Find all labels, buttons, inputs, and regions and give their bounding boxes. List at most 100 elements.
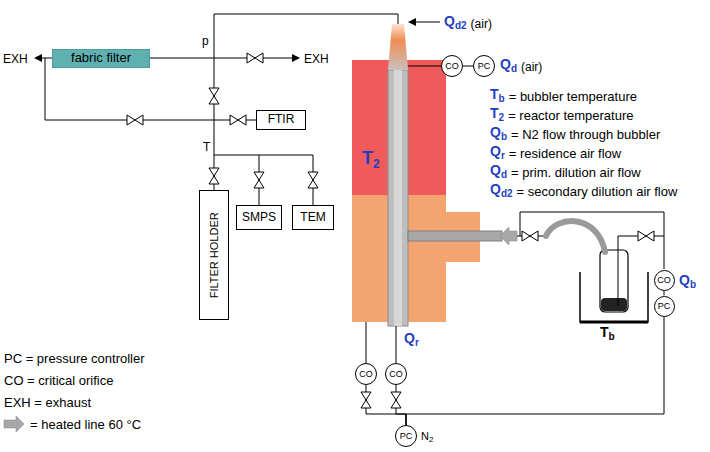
temperature-point-label: T — [203, 140, 210, 154]
valve-symbol — [127, 115, 143, 125]
label-anchor: Tb — [490, 86, 505, 106]
definition-text: = prim. dilution air flow — [511, 165, 641, 181]
gas-label: N2 — [421, 430, 433, 445]
exhaust-label: EXH — [304, 52, 329, 66]
heated-hose — [546, 221, 605, 252]
box-label: TEM — [300, 211, 325, 225]
sampling-line — [214, 14, 398, 190]
filter-line — [150, 58, 214, 59]
valve-symbol — [391, 392, 401, 408]
instrument-box: TEM — [292, 205, 334, 230]
label-anchor: N2 — [421, 428, 433, 446]
residence-air-line — [396, 326, 397, 363]
gas-line-connector — [664, 291, 665, 296]
legend-entry: EXH = exhaust — [4, 393, 91, 411]
critical-orifice: CO — [654, 270, 675, 291]
box-label: CO — [445, 61, 459, 71]
valve-symbol — [361, 392, 371, 408]
label-anchor: Qr — [490, 143, 505, 163]
label-anchor: Qd — [490, 162, 507, 182]
definition-text: = reactor temperature — [508, 108, 633, 124]
definition-text: = secondary dilution air flow — [517, 184, 678, 200]
legend-entry: CO = critical orifice — [4, 371, 113, 389]
box-label: CO — [359, 369, 373, 379]
exhaust-label: EXH — [3, 52, 28, 66]
label-anchor: T2 — [362, 148, 380, 172]
heated-line — [408, 231, 502, 241]
filter-holder-box: FILTER HOLDER — [199, 190, 229, 320]
valve-symbol — [308, 172, 318, 188]
instrument-box: SMPS — [236, 205, 282, 230]
legend-text: EXH = exhaust — [4, 395, 91, 411]
legend-text: PC = pressure controller — [4, 351, 145, 367]
definition-text: = bubbler temperature — [509, 89, 637, 105]
definition-symbol: Qd — [490, 162, 507, 181]
critical-orifice: CO — [355, 363, 377, 385]
valve-symbol — [522, 231, 538, 241]
label-anchor: Qb — [490, 124, 507, 144]
exhaust-arrowhead — [34, 54, 42, 62]
bubbler-liquid — [601, 298, 627, 311]
flow-symbol: Qb — [679, 272, 696, 291]
reactor-tube-highlight — [394, 70, 402, 326]
tube-outlet — [388, 24, 408, 70]
box-label: CO — [657, 275, 671, 285]
definition-symbol: Qb — [490, 124, 507, 143]
box-label: FTIR — [268, 113, 295, 127]
legend-entry: PC = pressure controller — [4, 349, 145, 367]
label-anchor: = reactor temperature — [508, 106, 633, 124]
pressure-controller: PC — [473, 55, 495, 77]
flow-symbol: Qr — [404, 330, 419, 349]
flow-symbol: Qd2 — [444, 13, 467, 32]
label-anchor: Qr — [404, 330, 419, 350]
primary-dilution-line — [408, 66, 441, 67]
definition-symbol: T2 — [490, 105, 504, 124]
bubbler-bypass-line — [520, 212, 664, 269]
label-anchor: EXH — [3, 49, 28, 67]
valve-symbol — [209, 168, 219, 184]
box-label: FILTER HOLDER — [208, 212, 221, 298]
flow-medium: (air) — [471, 17, 492, 31]
definition-symbol: Tb — [490, 86, 505, 105]
instrument-box: FTIR — [256, 110, 306, 130]
critical-orifice: CO — [385, 363, 407, 385]
valve-symbol — [230, 115, 246, 125]
pressure-controller: PC — [654, 296, 675, 317]
box-label: CO — [389, 369, 403, 379]
label-anchor: (air) — [471, 14, 492, 32]
label-anchor: T2 — [490, 105, 504, 125]
valve-symbol — [209, 88, 219, 104]
label-anchor: T — [203, 137, 210, 155]
valve-symbol — [638, 231, 654, 241]
flow-medium: (air) — [521, 60, 542, 74]
label-anchor: Tb — [600, 324, 615, 344]
label-anchor: Qd — [500, 56, 517, 76]
bath-bottom — [580, 321, 648, 324]
label-anchor: = bubbler temperature — [509, 87, 637, 105]
label-anchor: Qd2 — [444, 13, 467, 33]
heated-line-legend-symbol — [4, 416, 24, 432]
label-anchor: = prim. dilution air flow — [511, 163, 641, 181]
temperature-symbol: T2 — [362, 148, 380, 171]
label-anchor: = secondary dilution air flow — [517, 182, 678, 200]
definition-text: = residence air flow — [509, 146, 621, 162]
legend-entry: = heated line 60 °C — [30, 415, 141, 433]
definition-symbol: Qr — [490, 143, 505, 162]
label-anchor: = residence air flow — [509, 144, 621, 162]
label-anchor: = N2 flow through bubbler — [511, 125, 660, 143]
label-anchor: (air) — [521, 57, 542, 75]
box-label: SMPS — [242, 211, 276, 225]
label-anchor: Qd2 — [490, 181, 513, 201]
bubbler-bottle — [600, 250, 628, 312]
flow-symbol: Qd — [500, 56, 517, 75]
legend-text: CO = critical orifice — [4, 373, 113, 389]
gas-line-connector — [366, 385, 406, 425]
box-label: PC — [400, 431, 413, 441]
heated-line-arrow — [500, 227, 517, 245]
secondary-dilution-line — [414, 22, 440, 23]
label-anchor: Qb — [679, 272, 696, 292]
reactor-tube — [388, 70, 408, 326]
pressure-point-label: p — [202, 34, 209, 48]
temperature-symbol: Tb — [600, 324, 615, 343]
